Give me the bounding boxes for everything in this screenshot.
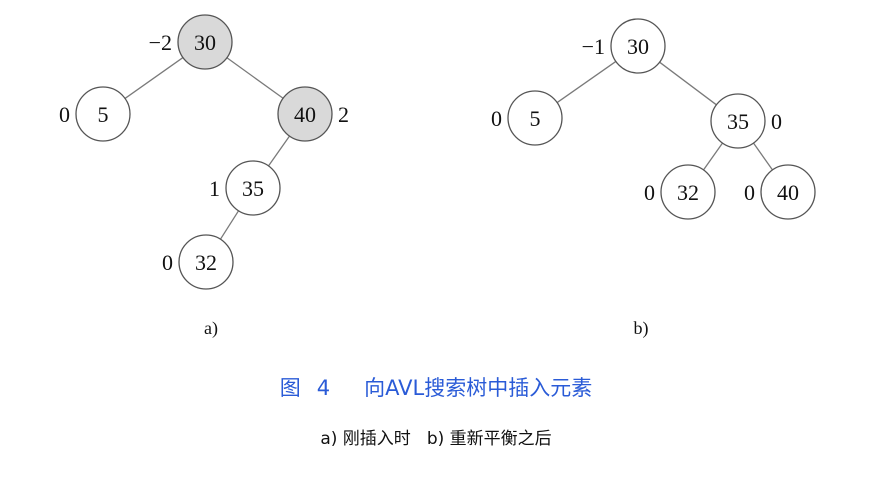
tree-edge (124, 57, 184, 99)
node-circle (177, 14, 233, 70)
balance-factor: 0 (59, 102, 70, 127)
edges-layer (124, 57, 773, 240)
node-key: 32 (677, 180, 699, 205)
node-circle (178, 234, 234, 290)
node-key: 5 (530, 106, 541, 131)
balance-factor: 0 (491, 106, 502, 131)
node-circle (710, 93, 766, 149)
balance-factor: 0 (644, 180, 655, 205)
tree-node: 40 0 (744, 164, 816, 220)
node-key: 35 (727, 109, 749, 134)
node-circle (225, 160, 281, 216)
node-circle (507, 90, 563, 146)
tree-edge (226, 57, 284, 99)
tree-a-label: a) (204, 318, 218, 339)
node-key: 30 (194, 30, 216, 55)
balance-factor: 0 (744, 180, 755, 205)
tree-node: 40 2 (277, 86, 349, 142)
figure-number: 4 (316, 376, 331, 400)
node-key: 30 (627, 34, 649, 59)
node-key: 35 (242, 176, 264, 201)
balance-factor: −2 (149, 30, 172, 55)
balance-factor: 1 (209, 176, 220, 201)
node-circle (75, 86, 131, 142)
balance-factor: 0 (162, 250, 173, 275)
tree-node: 35 0 (710, 93, 782, 149)
node-key: 40 (777, 180, 799, 205)
tree-node: 50 (491, 90, 563, 146)
figure-subcaption: a) 刚插入时 b) 重新平衡之后 (0, 424, 872, 449)
tree-node: 50 (59, 86, 131, 142)
tree-b-label: b) (634, 318, 649, 339)
node-circle (760, 164, 816, 220)
subcaption-b: b) 重新平衡之后 (426, 429, 552, 449)
tree-node: 32 0 (644, 164, 716, 220)
node-key: 32 (195, 250, 217, 275)
node-circle (660, 164, 716, 220)
node-circle (610, 18, 666, 74)
figure-label: 图 (279, 376, 301, 400)
figure-title-text: 向AVL搜索树中插入元素 (364, 376, 593, 400)
tree-edge (659, 61, 717, 106)
tree-node: 30 −1 (582, 18, 666, 74)
node-circle (277, 86, 333, 142)
subcaption-a: a) 刚插入时 (320, 429, 411, 449)
node-key: 40 (294, 102, 316, 127)
tree-edge (556, 60, 617, 104)
node-key: 5 (98, 102, 109, 127)
balance-factor: 0 (771, 109, 782, 134)
tree-node: 35 1 (209, 160, 281, 216)
tree-edge (219, 210, 240, 240)
tree-edge (267, 135, 291, 167)
tree-edge (703, 142, 723, 171)
tree-node: 30 −2 (149, 14, 233, 70)
balance-factor: −1 (582, 34, 605, 59)
balance-factor: 2 (338, 102, 349, 127)
tree-node: 32 0 (162, 234, 234, 290)
tree-edge (753, 142, 773, 171)
